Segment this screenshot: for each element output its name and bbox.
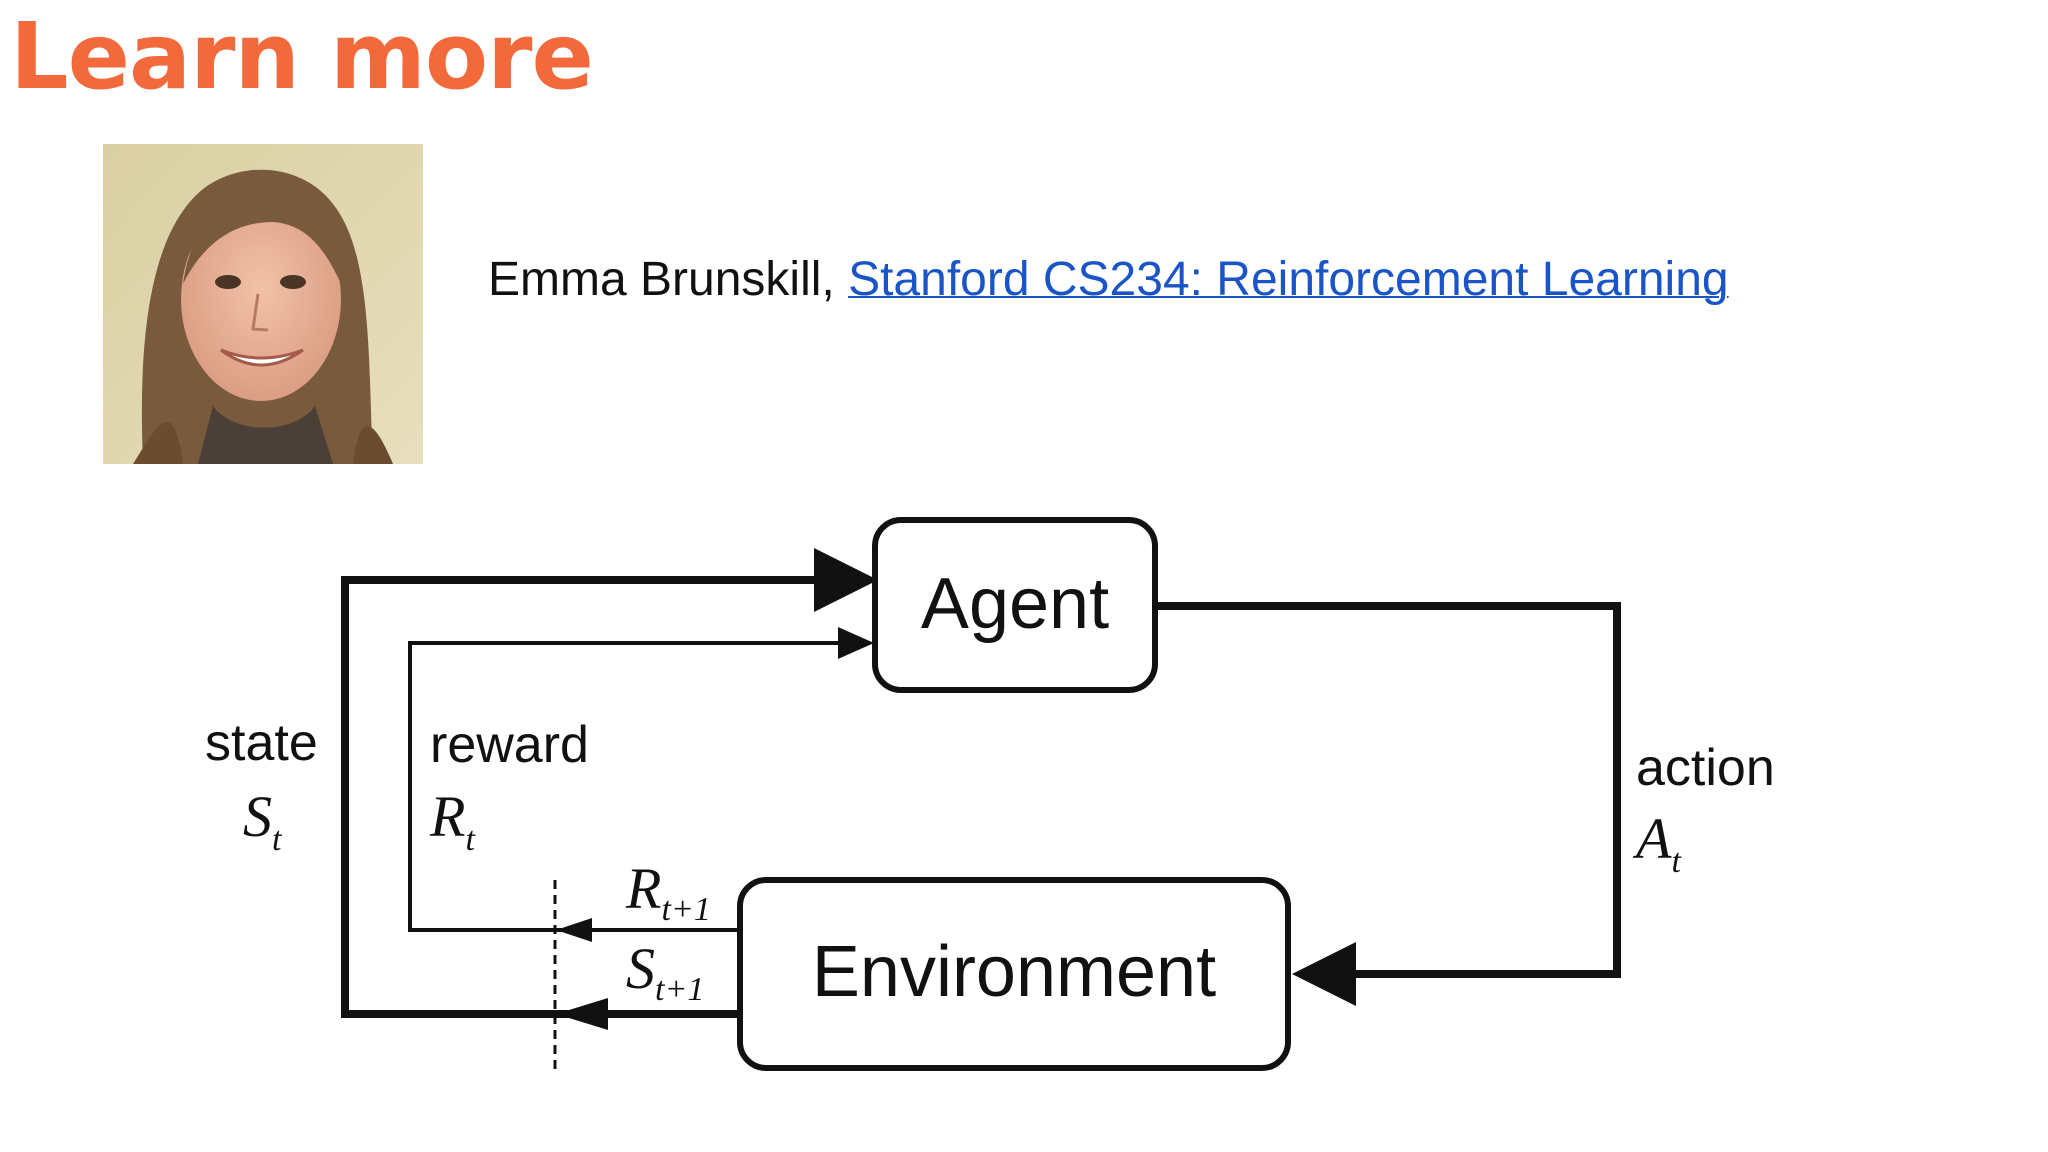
author-photo (103, 144, 423, 464)
action-label: action (1636, 739, 1775, 797)
next-reward-arrowhead (556, 918, 592, 942)
rl-loop-diagram: Agent Environment state St reward Rt act… (205, 517, 1775, 1071)
course-link[interactable]: Stanford CS234: Reinforcement Learning (848, 253, 1729, 306)
agent-label: Agent (921, 564, 1109, 644)
state-arrow (341, 548, 878, 1018)
slide-title: Learn more (10, 3, 594, 110)
state-label: state (205, 714, 318, 772)
state-symbol: St (243, 784, 283, 858)
credit-line: Emma Brunskill, Stanford CS234: Reinforc… (488, 252, 1729, 307)
reward-symbol: Rt (429, 784, 476, 858)
next-state-symbol: St+1 (626, 936, 704, 1008)
author-name: Emma Brunskill, (488, 253, 835, 306)
action-symbol: At (1632, 806, 1682, 880)
action-arrow (1158, 602, 1621, 1006)
environment-label: Environment (812, 932, 1216, 1012)
next-state-arrowhead (556, 998, 608, 1030)
reward-label: reward (430, 716, 589, 774)
next-reward-symbol: Rt+1 (625, 856, 711, 928)
environment-box (737, 877, 1291, 1071)
